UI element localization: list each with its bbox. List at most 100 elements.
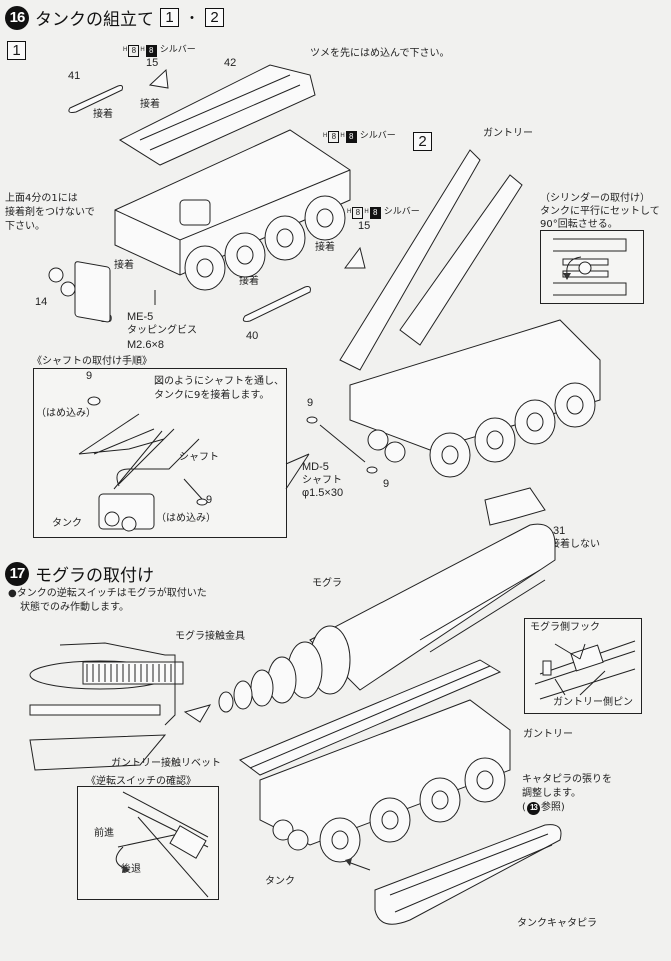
tank-track — [374, 824, 562, 925]
paint-color-label: シルバー — [159, 45, 196, 55]
no-glue-label: 接着しない — [550, 539, 600, 550]
step13-ref-badge: 13 — [526, 801, 540, 815]
forward-label: 前進 — [94, 828, 114, 839]
rail — [29, 704, 161, 716]
step16-assembly-drawing — [48, 64, 601, 478]
part-31-label: 31 — [553, 525, 566, 537]
shaft-code: MD-5 — [302, 461, 329, 473]
panel2-label: 2 — [413, 132, 432, 151]
mole-contact-label: モグラ接触金具 — [175, 631, 245, 642]
part-9 — [306, 416, 318, 424]
top-quarter-note: 上面4分の1には 接着剤をつけないで 下さい。 — [5, 192, 95, 234]
step16-number-badge: 16 — [5, 5, 29, 30]
mole-hook — [570, 644, 604, 672]
tank-track-label: タンクキャタピラ — [517, 918, 597, 929]
tank-cap — [384, 441, 406, 463]
road-wheels — [184, 195, 346, 291]
tank-cap — [104, 511, 120, 527]
tank-label: タンク — [265, 876, 295, 887]
hook-pin-inset: モグラ側フック ガントリー側ピン — [524, 618, 642, 714]
part-15-label: 15 — [146, 57, 159, 69]
reverse-label: 後退 — [121, 864, 141, 875]
see-step-ref: ( 13 参照) — [522, 801, 612, 815]
part-31 — [484, 487, 546, 526]
tank-assembly — [259, 699, 511, 846]
road-wheels — [429, 382, 596, 478]
gantry-rail — [399, 174, 523, 346]
part-14 — [60, 281, 76, 297]
road-wheels — [319, 757, 506, 863]
cylinder-rotation-diagram — [553, 238, 627, 296]
paint-color-label: シルバー — [359, 131, 396, 141]
cylinder-pivot — [578, 261, 592, 275]
rotate-arrow-icon — [566, 256, 582, 276]
paint-color-label: シルバー — [383, 207, 420, 217]
screw-spec: ME-5 タッピングビス M2.6×8 — [127, 310, 197, 352]
press-fit-label: （はめ込み） — [156, 513, 216, 524]
contact-grille — [82, 661, 184, 685]
part-42-label: 42 — [224, 57, 237, 69]
shaft-procedure-inset: 図のようにシャフトを通し、 タンクに9を接着します。 9 （はめ込み） シャフト… — [33, 368, 310, 538]
step16-separator: ・ — [185, 10, 199, 27]
paint-code-chip-dark: 8 — [145, 44, 157, 57]
glue-label: 接着 — [315, 242, 335, 253]
screw-code: ME-5 — [127, 311, 154, 323]
shaft-label: シャフト — [179, 452, 219, 463]
mole-label: モグラ — [312, 578, 342, 589]
glue-label: 接着 — [93, 109, 113, 120]
paint-code-chip-dark: 8 — [345, 130, 357, 143]
shaft-inset-title: 《シャフトの取付け手順》 — [32, 356, 152, 367]
switch-inset-title: 《逆転スイッチの確認》 — [86, 776, 196, 787]
install-arrow-icon — [347, 861, 371, 871]
tank-label: タンク — [52, 518, 82, 529]
step16-title: タンクの組立て — [35, 10, 154, 30]
note-line: ●タンクの逆転スイッチはモグラが取付いた — [8, 588, 207, 599]
contact-detail-drawing — [29, 642, 184, 771]
tank-cap — [272, 819, 294, 841]
gantry-rivet-label: ガントリー接触リベット — [111, 758, 221, 769]
hook-pin-drawing — [534, 640, 636, 700]
switch-drawing — [115, 791, 209, 898]
press-fit-label: （はめ込み） — [36, 408, 96, 419]
note-line: タンクに平行にセットして — [540, 206, 660, 217]
glue-label: 接着 — [239, 276, 259, 287]
track-tension-note: キャタピラの張りを 調整します。 ( 13 参照) — [522, 773, 612, 815]
screw-type: タッピングビス — [127, 325, 197, 336]
glue-label: 接着 — [140, 99, 160, 110]
cylinder-note: （シリンダーの取付け） タンクに平行にセットして 90°回転させる。 — [540, 192, 660, 231]
reverse-switch-note: ●タンクの逆転スイッチはモグラが取付いた 状態でのみ作動します。 — [8, 587, 207, 615]
mole-drill — [183, 625, 351, 723]
gantry-pin-label: ガントリー側ピン — [553, 697, 633, 708]
step17-title: モグラの取付け — [35, 566, 154, 586]
note-line: 90°回転させる。 — [540, 219, 618, 230]
paint-code-chip-dark: 8 — [369, 206, 381, 219]
part-40 — [242, 286, 311, 322]
note-line: 接着剤をつけないで — [5, 207, 95, 218]
part-15 — [344, 246, 366, 269]
shaft-md5 — [319, 424, 366, 463]
note-line: キャタピラの張りを — [522, 774, 612, 785]
part-9 — [196, 498, 208, 506]
see-reference-text: 参照) — [540, 802, 565, 813]
shaft-procedure-drawing — [78, 396, 310, 532]
part-15 — [148, 68, 169, 89]
reverse-switch-inset: 前進 後退 — [77, 786, 219, 900]
part-9-label: 9 — [86, 370, 93, 382]
gantry-label: ガントリー — [483, 128, 533, 139]
part-40-label: 40 — [246, 330, 259, 342]
paren: ( — [522, 802, 526, 813]
part-14 — [48, 267, 64, 283]
step17-header: 17 モグラの取付け — [5, 561, 154, 586]
part-9 — [87, 396, 101, 406]
paint-code-chip: 8 — [128, 44, 140, 57]
tank-cap — [121, 516, 137, 532]
screw-size: M2.6×8 — [127, 339, 164, 351]
step16-ref-2: 2 — [205, 8, 224, 27]
note-line: タンクに9を接着します。 — [154, 390, 270, 401]
motor — [179, 199, 211, 226]
paint-code-chip: 8 — [352, 206, 364, 219]
